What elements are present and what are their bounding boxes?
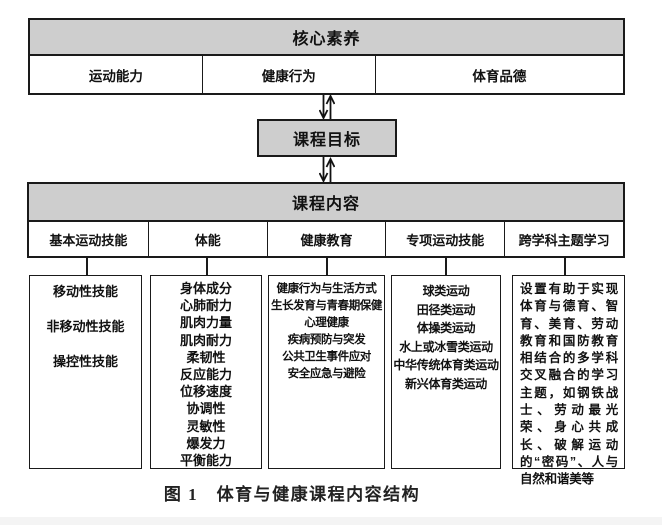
list-item: 公共卫生事件应对	[282, 351, 371, 363]
list-item: 安全应急与避险	[287, 368, 366, 380]
column-header-physical-fitness: 体能	[147, 222, 267, 256]
connector-line	[326, 258, 328, 275]
bidirectional-arrow-bottom	[319, 157, 335, 182]
course-content-table: 课程内容 基本运动技能 体能 健康教育 专项运动技能 跨学科主题学习	[27, 182, 625, 258]
list-item: 位移速度	[179, 384, 232, 400]
list-item: 柔韧性	[186, 349, 226, 365]
list-item: 田径类运动	[416, 302, 476, 317]
list-box-basic-motor-skills: 移动性技能 非移动性技能 操控性技能	[29, 275, 142, 469]
cell-sports-morality: 体育品德	[374, 56, 623, 93]
cell-motor-ability: 运动能力	[88, 68, 143, 84]
list-item: 体操类运动	[416, 321, 476, 335]
list-item: 心理健康	[304, 317, 349, 329]
connector-line	[564, 258, 566, 275]
up-down-arrow-icon	[319, 157, 335, 182]
list-item: 身体成分	[179, 281, 232, 296]
course-content-columns: 基本运动技能 体能 健康教育 专项运动技能 跨学科主题学习	[29, 222, 623, 256]
column-header-health-education: 健康教育	[266, 222, 386, 256]
list-item: 灵敏性	[186, 418, 226, 434]
interdisciplinary-paragraph: 设置有助于实现体育与德育、智育、美育、劳动教育和国防教育相结合的多学科交叉融合的…	[520, 282, 618, 487]
list-box-specialized-sports-skills: 球类运动 田径类运动 体操类运动 水上或冰雪类运动 中华传统体育类运动 新兴体育…	[391, 275, 501, 469]
course-objectives-box: 课程目标	[257, 119, 397, 157]
connector-line	[206, 258, 208, 275]
core-literacy-header: 核心素养	[30, 20, 623, 56]
up-down-arrow-icon	[319, 95, 335, 119]
list-box-interdisciplinary-learning: 设置有助于实现体育与德育、智育、美育、劳动教育和国防教育相结合的多学科交叉融合的…	[512, 275, 625, 486]
course-content-header: 课程内容	[29, 184, 623, 222]
list-item: 协调性	[186, 401, 226, 417]
list-item: 反应能力	[179, 367, 232, 383]
list-item: 球类运动	[422, 284, 470, 298]
list-item: 操控性技能	[52, 354, 118, 369]
list-box-physical-fitness: 身体成分 心肺耐力 肌肉力量 肌肉耐力 柔韧性 反应能力 位移速度 协调性 灵敏…	[150, 275, 262, 469]
list-item: 移动性技能	[52, 284, 118, 299]
list-item: 中华传统体育类运动	[393, 358, 499, 372]
core-literacy-table: 核心素养 运动能力 健康行为 体育品德	[28, 18, 625, 95]
list-item: 水上或冰雪类运动	[399, 339, 493, 354]
list-item: 疾病预防与突发	[287, 334, 366, 346]
core-literacy-cells: 运动能力 健康行为 体育品德	[30, 56, 623, 93]
list-item: 爆发力	[186, 435, 226, 451]
connector-line	[86, 258, 88, 275]
figure-caption: 图 1 体育与健康课程内容结构	[163, 485, 421, 504]
column-header-specialized-sports-skills: 专项运动技能	[385, 222, 504, 256]
cell-healthy-behavior: 健康行为	[201, 56, 375, 93]
list-item: 心肺耐力	[179, 298, 232, 314]
column-header-interdisciplinary-learning: 跨学科主题学习	[504, 222, 623, 256]
list-item: 肌肉力量	[179, 315, 232, 331]
bottom-edge-strip	[0, 517, 662, 525]
connector-line	[445, 258, 447, 275]
list-item: 生长发育与青春期保健	[271, 300, 382, 312]
bidirectional-arrow-top	[319, 95, 335, 119]
list-item: 平衡能力	[179, 453, 232, 469]
list-box-health-education: 健康行为与生活方式 生长发育与青春期保健 心理健康 疾病预防与突发 公共卫生事件…	[268, 275, 385, 469]
list-item: 肌肉耐力	[179, 332, 232, 348]
list-item: 非移动性技能	[46, 319, 125, 334]
column-header-basic-motor-skills: 基本运动技能	[49, 232, 128, 248]
list-item: 健康行为与生活方式	[276, 283, 377, 295]
list-item: 新兴体育类运动	[405, 376, 487, 391]
